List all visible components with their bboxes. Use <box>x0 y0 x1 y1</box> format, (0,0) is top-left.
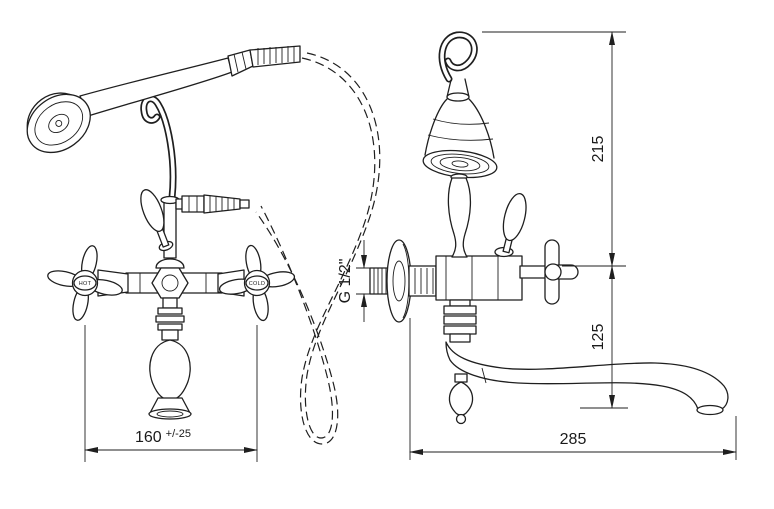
handset-nut <box>227 49 254 77</box>
dimension-centers-text: 160+/-25 <box>135 428 191 446</box>
dimension-centers: 160+/-25 <box>84 325 258 462</box>
shower-head-front <box>26 92 91 154</box>
dimension-spout-reach: 285 <box>409 318 737 460</box>
cold-label: COLD <box>249 281 265 287</box>
dimension-upper-height-text: 215 <box>590 136 607 163</box>
lower-ribs-side <box>443 299 477 343</box>
mixer-body-side <box>435 255 523 301</box>
cradle-hook <box>140 95 177 202</box>
diverter-lever-side <box>494 193 527 258</box>
diverter-lever-front <box>140 189 174 252</box>
diverter-hex <box>151 267 189 299</box>
handset-column <box>447 177 472 258</box>
hot-handle: HOT <box>47 245 123 321</box>
dimension-thread-text: G 1/2" <box>337 259 354 304</box>
handheld-shower-front <box>26 45 301 202</box>
shower-hose <box>255 52 381 445</box>
dimension-spout-reach-text: 285 <box>560 431 587 448</box>
dimension-lower-height-text: 125 <box>590 324 607 351</box>
hose-conical-end-top <box>249 45 301 68</box>
handheld-shower-side <box>422 31 498 258</box>
tub-spout <box>445 341 729 416</box>
bottom-finial <box>448 373 474 425</box>
hose-outlet-cone <box>175 194 250 214</box>
side-view <box>369 31 729 425</box>
cross-handle-side <box>519 239 579 305</box>
wall-flange <box>369 239 437 323</box>
cold-handle: COLD <box>218 244 296 322</box>
dimension-thread: G 1/2" <box>337 240 376 322</box>
hot-label: HOT <box>79 281 92 287</box>
dimension-upper-height: 215 <box>482 31 626 267</box>
front-view: HOT COLD <box>26 45 381 445</box>
dimension-lower-height: 125 <box>580 265 628 409</box>
spout-front <box>148 297 192 420</box>
dimensions: 160+/-25 G 1/2" 215 125 285 <box>84 31 737 462</box>
